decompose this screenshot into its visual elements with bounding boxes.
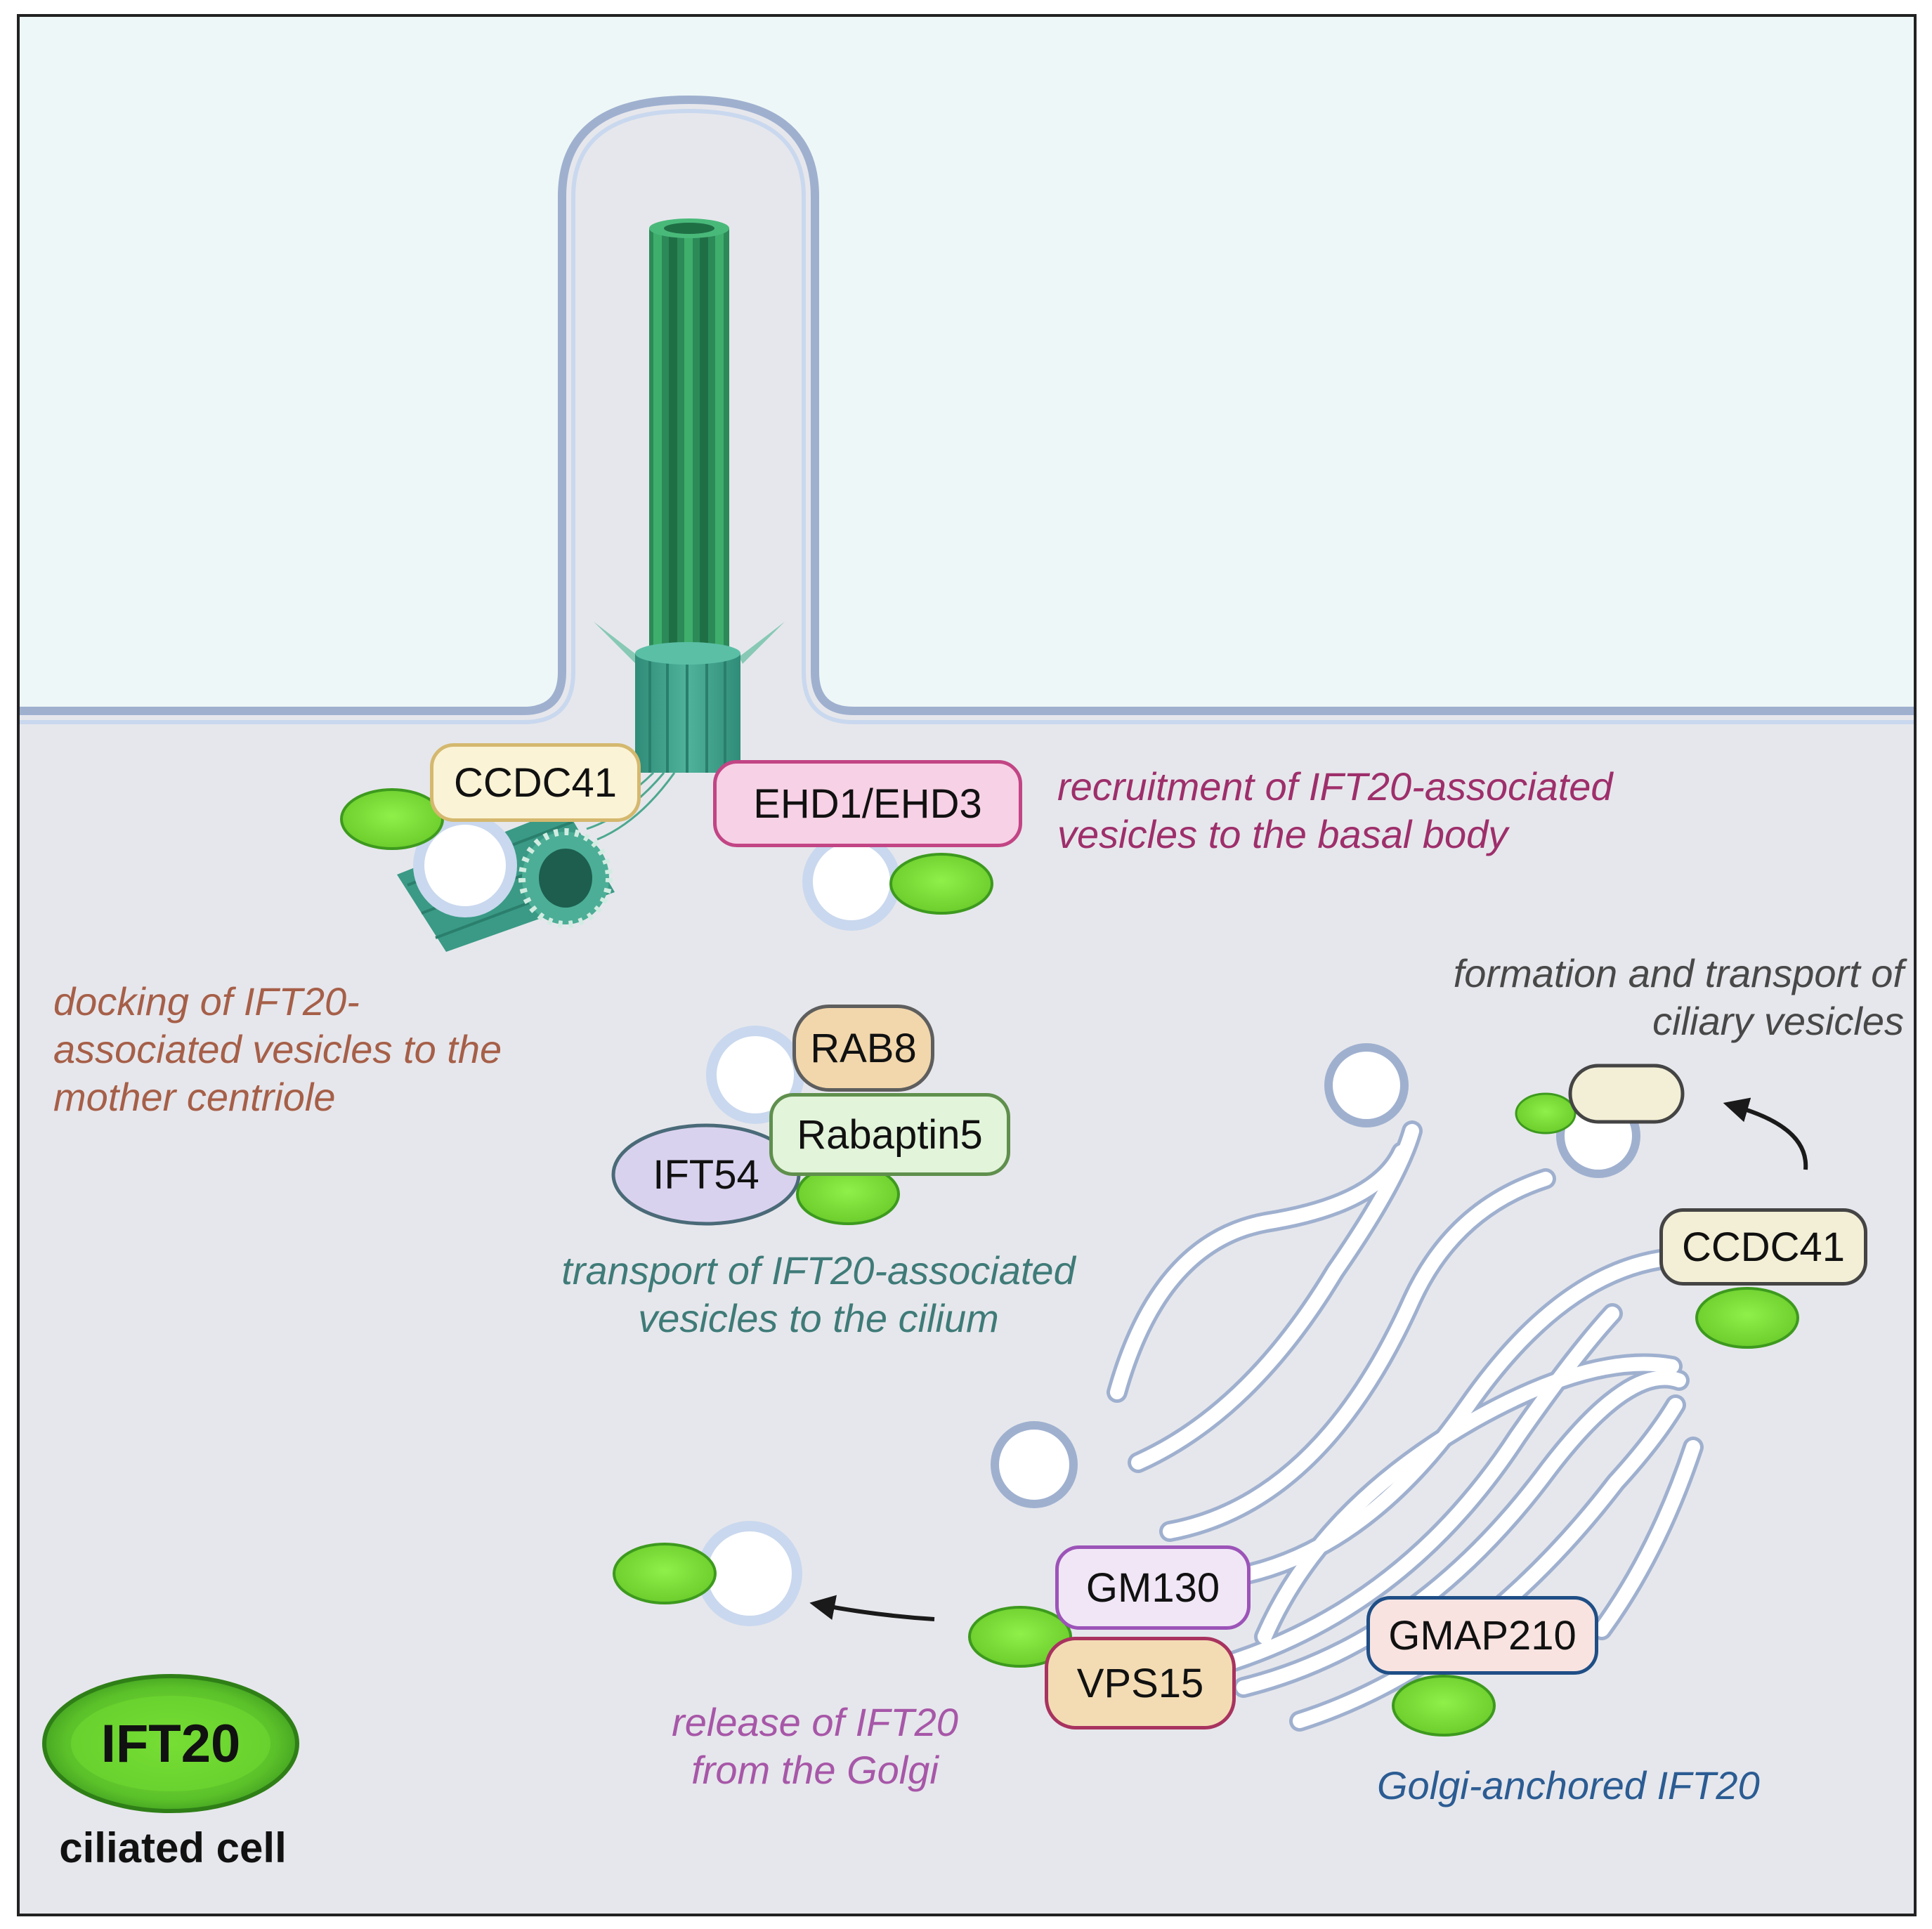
plasma-membrane-inner	[20, 108, 1914, 724]
caption-docking-line-3: mother centriole	[53, 1075, 336, 1119]
golgi-cisternae-lumen	[1110, 1124, 1700, 1728]
ift20-blob-ehd	[889, 853, 993, 915]
caption-transport: transport of IFT20-associated vesicles t…	[537, 1247, 1099, 1342]
gmap210-label: GMAP210	[1366, 1596, 1598, 1675]
ift20-blob-docking	[340, 788, 444, 850]
arrow-release	[809, 1595, 935, 1621]
axoneme	[649, 218, 729, 671]
rabaptin5-label: Rabaptin5	[769, 1093, 1010, 1176]
caption-docking: docking of IFT20- associated vesicles to…	[53, 978, 502, 1121]
ift20-blob-released	[613, 1543, 717, 1604]
caption-transport-line-2: vesicles to the cilium	[638, 1296, 999, 1340]
caption-release: release of IFT20 from the Golgi	[632, 1699, 998, 1794]
caption-docking-line-2: associated vesicles to the	[53, 1027, 502, 1071]
golgi-vesicle-left	[991, 1421, 1078, 1508]
caption-docking-line-1: docking of IFT20-	[53, 979, 360, 1024]
caption-golgi-anchored: Golgi-anchored IFT20	[1377, 1763, 1760, 1807]
golgi-vesicle-top	[1324, 1043, 1409, 1127]
docked-vesicle	[413, 813, 517, 917]
caption-formation-line-2: ciliary vesicles	[1652, 999, 1904, 1043]
gm130-label: GM130	[1055, 1545, 1251, 1630]
vps15-label: VPS15	[1045, 1637, 1236, 1729]
caption-release-line-1: release of IFT20	[672, 1700, 958, 1744]
ccdc41-pill-small	[1568, 1064, 1685, 1124]
basal-body	[635, 642, 740, 773]
released-vesicle	[697, 1521, 802, 1626]
caption-transport-line-1: transport of IFT20-associated	[561, 1248, 1076, 1293]
ift54-label: IFT54	[653, 1151, 759, 1198]
caption-release-line-2: from the Golgi	[691, 1748, 939, 1792]
caption-formation: formation and transport of ciliary vesic…	[1454, 950, 1904, 1045]
arrow-formation	[1723, 1097, 1808, 1170]
legend-cell-label: ciliated cell	[59, 1824, 287, 1871]
caption-formation-line-1: formation and transport of	[1453, 951, 1904, 995]
rab8-label: RAB8	[792, 1005, 934, 1092]
caption-recruitment: recruitment of IFT20-associated vesicles…	[1057, 763, 1613, 858]
transition-fibers	[594, 622, 785, 664]
ift20-blob-ccdc41-golgi	[1695, 1287, 1799, 1349]
legend-ift20-label: IFT20	[100, 1713, 241, 1774]
ccdc41-label-basal: CCDC41	[430, 743, 641, 822]
extracellular-space	[20, 17, 1914, 711]
ift20-blob-forming	[1515, 1092, 1577, 1134]
ift20-blob-gmap210	[1392, 1675, 1496, 1737]
plasma-membrane	[20, 95, 1914, 715]
legend-ift20-inner	[71, 1696, 270, 1791]
ehd-vesicle	[802, 832, 901, 931]
golgi-apparatus	[1107, 1120, 1704, 1732]
caption-recruitment-line-2: vesicles to the basal body	[1057, 812, 1508, 856]
ehd-label: EHD1/EHD3	[713, 760, 1022, 847]
ccdc41-label-golgi: CCDC41	[1659, 1208, 1867, 1286]
caption-recruitment-line-1: recruitment of IFT20-associated	[1057, 764, 1613, 809]
